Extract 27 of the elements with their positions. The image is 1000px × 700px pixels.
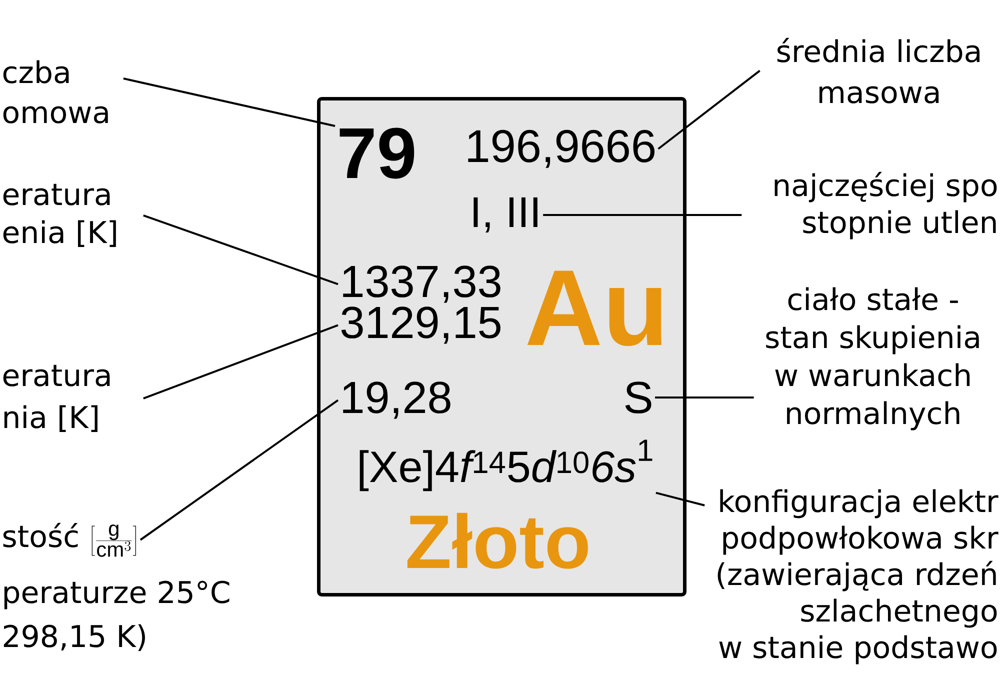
leader-line <box>123 78 336 127</box>
callout-label: eratura nia [K] <box>3 364 110 432</box>
boiling-point: 3129,15 <box>341 306 500 344</box>
element-symbol: Au <box>527 270 662 346</box>
atomic-mass: 196,9666 <box>468 130 654 168</box>
leader-line <box>655 396 754 398</box>
state-symbol: S <box>625 382 652 414</box>
element-name: Złoto <box>407 512 588 569</box>
leader-line <box>140 399 339 541</box>
atomic-number: 79 <box>340 128 414 179</box>
callout-label: ciało stałe - stan skupienia w warunkach normalnych <box>766 287 979 430</box>
callout-label: najczęściej spo stopnie utlen <box>774 172 997 240</box>
callout-label: stość $\left[\frac{\mathrm{g}}{\mathrm{cm}^{3}}\right]$ peraturze 25°C 298,15 K) <box>3 522 230 651</box>
melting-point: 1337,33 <box>343 266 500 303</box>
element-tile <box>317 97 686 596</box>
leader-line <box>143 324 338 400</box>
leader-line <box>656 492 705 506</box>
density-value: 19,28 <box>343 382 450 419</box>
callout-label: czba omowa <box>3 60 108 124</box>
callout-label: średnia liczba masowa <box>777 38 980 104</box>
leader-line <box>543 214 742 216</box>
callout-label: konfiguracja elektr podpowłokowa skr (zawierająca rdzeń szlachetnego w stanie podstawo <box>718 489 998 664</box>
oxidation-states: I, III <box>474 197 538 232</box>
leader-line <box>658 70 760 150</box>
callout-label: eratura enia [K] <box>3 184 116 247</box>
electron-configuration: $\mbox{[Xe]4}{\mathit{f}}^{\mathrm{14}}\mathrm{5}{\mathit{d}}^{\mathrm{10}}{\mathit{6s}}^{\mathrm{1}}$ <box>360 440 652 492</box>
leader-line <box>143 214 338 286</box>
